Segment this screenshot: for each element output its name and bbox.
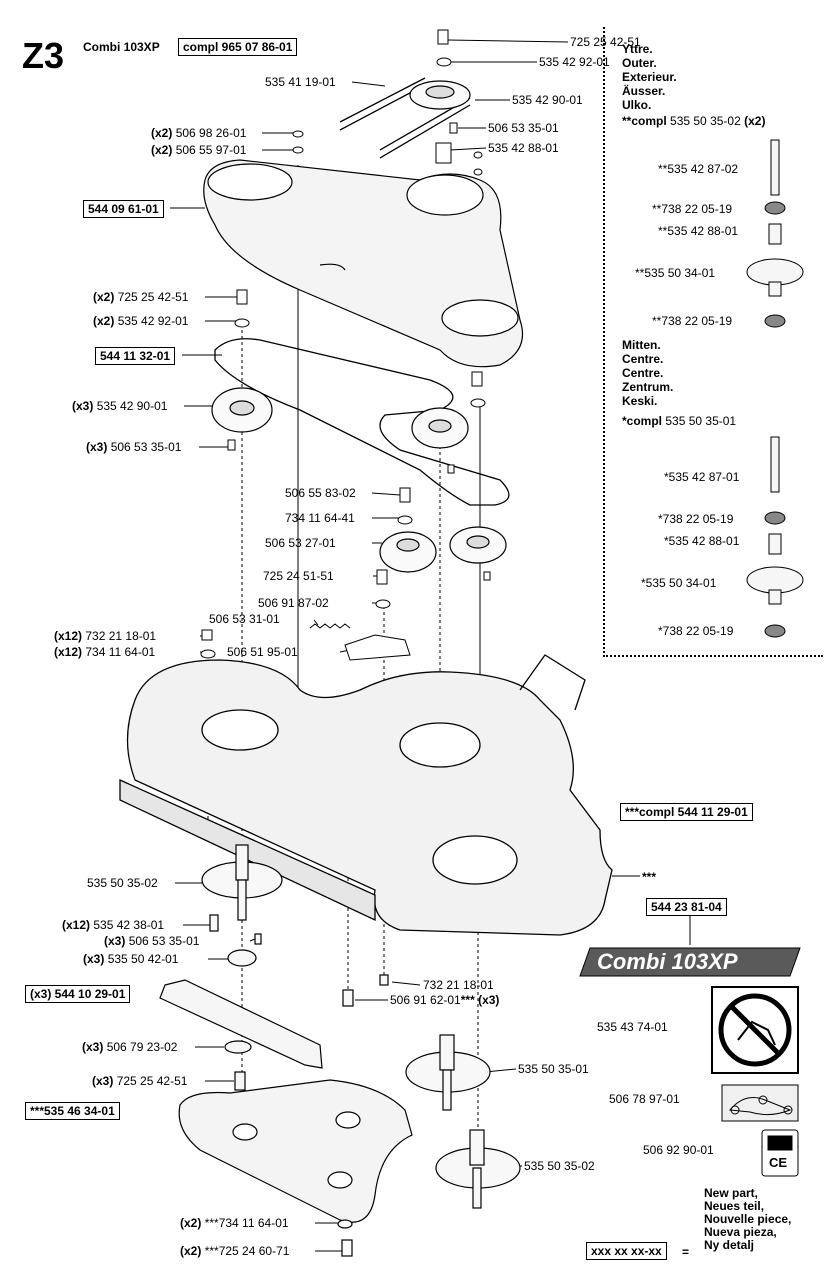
part-number-boxed: ***compl 544 11 29-01: [620, 803, 753, 821]
part-number-boxed: 544 09 61-01: [83, 200, 164, 218]
part-label-row: (x12) 535 42 38-01: [62, 918, 165, 932]
part-label: 725 24 51-51: [263, 569, 334, 583]
part-number-boxed: ***535 46 34-01: [25, 1102, 120, 1120]
compl-part-number: compl 965 07 86-01: [178, 38, 298, 56]
new-part-legend: New part, Neues teil, Nouvelle piece, Nu…: [704, 1186, 792, 1252]
part-label: 535 50 35-02: [87, 876, 158, 890]
part-label-row: (x3) 506 53 35-01: [86, 440, 182, 454]
outer-compl: **compl 535 50 35-02 (x2): [622, 114, 766, 128]
part-label-row: (x3) 506 53 35-01: [104, 934, 200, 948]
part-label-row: 506 91 62-01*** (x3): [390, 993, 500, 1007]
part-number-boxed: 544 11 32-01: [95, 347, 176, 365]
combi-decal: Combi 103XP: [597, 949, 738, 974]
legend-part: **535 42 88-01: [658, 224, 739, 238]
part-number-boxed: 544 23 81-04: [646, 898, 727, 916]
part-label: 535 50 35-01: [518, 1062, 589, 1076]
part-label: 535 50 35-02: [524, 1159, 595, 1173]
part-label-row: (x2) 506 55 97-01: [151, 143, 247, 157]
part-label-row: (x3) 535 42 90-01: [72, 399, 168, 413]
legend-part: **535 42 87-02: [658, 162, 739, 176]
part-label-row: (x3) 506 79 23-02: [82, 1040, 178, 1054]
part-label: 506 53 27-01: [265, 536, 336, 550]
legend-part: *738 22 05-19: [658, 624, 734, 638]
spindle-legend-panel: [603, 27, 823, 657]
legend-part: *535 42 88-01: [664, 534, 740, 548]
part-label: 506 78 97-01: [609, 1092, 680, 1106]
legend-part: *535 42 87-01: [664, 470, 740, 484]
centre-compl: *compl 535 50 35-01: [622, 414, 737, 428]
part-label: 535 43 74-01: [597, 1020, 668, 1034]
part-label-row: (x2) 506 98 26-01: [151, 126, 247, 140]
part-label-row: (x2) 725 25 42-51: [93, 290, 189, 304]
part-label: 506 53 31-01: [209, 612, 280, 626]
part-label: 734 11 64-41: [285, 511, 355, 525]
legend-part: **738 22 05-19: [652, 314, 733, 328]
part-number-boxed: (x3) 544 10 29-01: [25, 985, 131, 1003]
part-label: 535 42 92-01: [539, 55, 610, 69]
part-label-row: (x12) 734 11 64-01: [54, 645, 156, 659]
part-label: 506 92 90-01: [643, 1143, 714, 1157]
legend-part: *535 50 34-01: [641, 576, 717, 590]
part-label-row: (x2) ***734 11 64-01: [180, 1216, 289, 1230]
model-name: Combi 103XP: [83, 40, 160, 54]
part-label-row: (x3) 535 50 42-01: [83, 952, 179, 966]
new-part-placeholder: xxx xx xx-xx: [586, 1242, 667, 1260]
centre-heading: Mitten. Centre. Centre. Zentrum. Keski.: [622, 338, 674, 408]
part-label-row: (x2) 535 42 92-01: [93, 314, 189, 328]
part-label: ***: [642, 870, 657, 884]
legend-part: **535 50 34-01: [635, 266, 716, 280]
legend-part: **738 22 05-19: [652, 202, 733, 216]
part-label: 535 41 19-01: [265, 75, 336, 89]
part-label: 732 21 18-01: [423, 978, 494, 992]
part-label: 506 51 95-01: [227, 645, 298, 659]
outer-heading: Yttre. Outer. Exterieur. Äusser. Ulko.: [622, 42, 677, 112]
ce-mark: CE: [769, 1155, 788, 1170]
part-label-row: (x12) 732 21 18-01: [54, 629, 157, 643]
legend-part: *738 22 05-19: [658, 512, 734, 526]
part-label: 725 25 42-51: [570, 35, 641, 49]
combi-decal-shape: [579, 947, 801, 977]
part-label: 506 91 87-02: [258, 596, 329, 610]
equals-sign: =: [682, 1245, 690, 1259]
part-label-row: (x3) 725 25 42-51: [92, 1074, 188, 1088]
part-label: 506 55 83-02: [285, 486, 356, 500]
part-label: 535 42 90-01: [512, 93, 583, 107]
part-label: 535 42 88-01: [488, 141, 559, 155]
part-label: 506 53 35-01: [488, 121, 559, 135]
part-label-row: (x2) ***725 24 60-71: [180, 1244, 290, 1258]
section-id: Z3: [22, 35, 65, 76]
